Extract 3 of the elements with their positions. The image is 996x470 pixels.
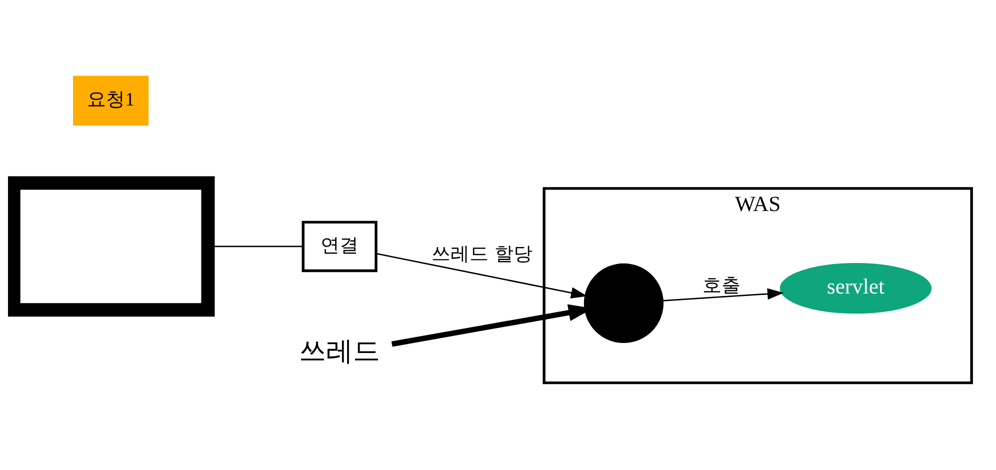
edge-label: 쓰레드 할당 [431, 243, 532, 266]
node-text: 쓰레드 [299, 336, 380, 366]
edge-label: 호출 [702, 274, 741, 296]
